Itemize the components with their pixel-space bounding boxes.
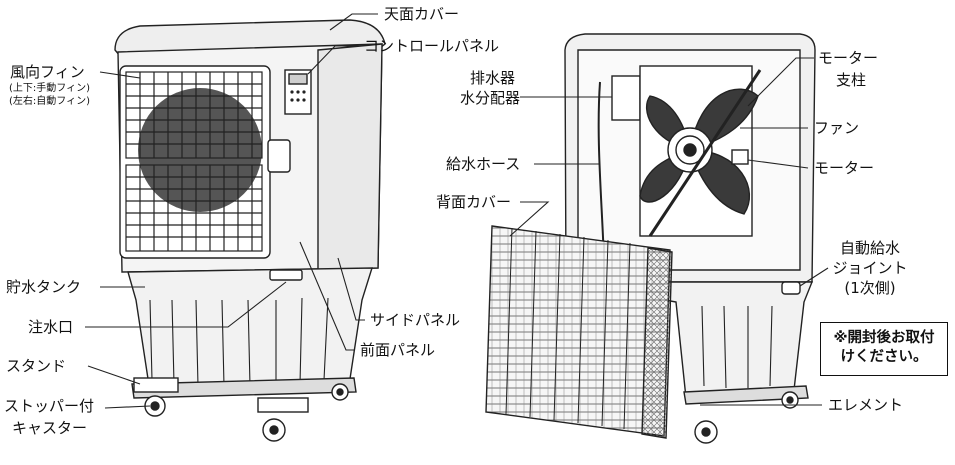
element-shape bbox=[641, 247, 673, 439]
label-motor-support-line1: モーター bbox=[818, 49, 879, 67]
label-drain-line2: 水分配器 bbox=[460, 89, 521, 107]
side-panel-shape bbox=[317, 43, 383, 271]
leader-back-cover bbox=[509, 201, 550, 237]
distributor-shape bbox=[611, 75, 641, 121]
label-caster-line2: キャスター bbox=[12, 419, 88, 437]
leader-lines bbox=[85, 13, 829, 409]
label-drain-line1: 排水器 bbox=[470, 69, 516, 87]
label-back-cover: 背面カバー bbox=[436, 193, 512, 211]
fan-shape bbox=[639, 88, 759, 215]
front-unit bbox=[114, 19, 386, 442]
label-fill-port: 注水口 bbox=[28, 318, 74, 336]
label-louver-note1: (上下:手動フィン) bbox=[9, 83, 90, 94]
label-motor: モーター bbox=[814, 159, 875, 177]
label-water-tank: 貯水タンク bbox=[6, 278, 82, 296]
label-louver: 風向フィン bbox=[10, 63, 85, 81]
leader-caster bbox=[104, 405, 151, 409]
fan-silhouette bbox=[138, 88, 262, 212]
leader-front-panel bbox=[299, 241, 355, 351]
motor-support-shape bbox=[648, 69, 762, 237]
rear-unit bbox=[485, 33, 816, 444]
label-element: エレメント bbox=[828, 396, 904, 414]
label-control-panel: コントロールパネル bbox=[364, 37, 500, 55]
notice-box: ※開封後お取付 けください。 bbox=[820, 322, 948, 376]
casters bbox=[144, 383, 349, 442]
leader-motor-support bbox=[747, 57, 814, 107]
motor-shape bbox=[731, 149, 749, 165]
leader-louver bbox=[99, 71, 141, 79]
label-auto-joint-line3: (1次側) bbox=[844, 279, 896, 297]
auto-joint-shape bbox=[781, 281, 801, 295]
label-stand: スタンド bbox=[6, 357, 67, 375]
leader-stand bbox=[87, 365, 141, 385]
upper-louver bbox=[125, 71, 263, 159]
label-fan: ファン bbox=[814, 119, 860, 137]
notice-line1: ※開封後お取付 bbox=[833, 330, 935, 346]
leader-fill-port bbox=[85, 281, 287, 328]
label-supply-hose: 給水ホース bbox=[446, 155, 521, 173]
hose-shape bbox=[597, 81, 605, 263]
label-auto-joint-line2: ジョイント bbox=[832, 259, 908, 277]
label-caster-line1: ストッパー付 bbox=[4, 397, 95, 415]
label-louver-note2: (左右:自動フィン) bbox=[9, 96, 90, 107]
leader-motor bbox=[747, 159, 809, 169]
handle-shape bbox=[267, 139, 291, 173]
leader-top-cover bbox=[329, 13, 378, 31]
leader-control-panel bbox=[307, 45, 360, 75]
label-front-panel: 前面パネル bbox=[360, 341, 436, 359]
notice-line2: けください。 bbox=[840, 349, 928, 365]
stand-shape bbox=[131, 377, 357, 399]
fill-port-shape bbox=[269, 269, 303, 281]
leader-side-panel bbox=[337, 257, 365, 321]
lower-louver bbox=[125, 164, 263, 252]
label-side-panel: サイドパネル bbox=[370, 311, 461, 329]
label-motor-support-line2: 支柱 bbox=[836, 71, 867, 89]
label-top-cover: 天面カバー bbox=[384, 5, 460, 23]
leader-auto-joint bbox=[799, 267, 829, 287]
label-auto-joint-line1: 自動給水 bbox=[839, 239, 900, 257]
